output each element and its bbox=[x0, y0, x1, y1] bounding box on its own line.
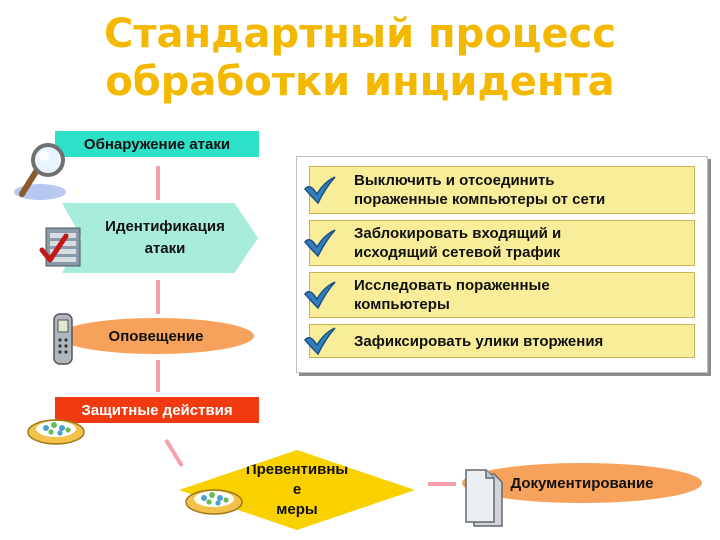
step-documenting-label: Документирование bbox=[510, 474, 654, 492]
action-item[interactable]: Исследовать пораженные компьютеры bbox=[304, 272, 695, 318]
step-preventive-label-1: Превентивны bbox=[245, 461, 349, 478]
checkmark-icon bbox=[304, 176, 336, 205]
step-preventive-label-3: меры bbox=[276, 501, 318, 518]
action-item-line-1: Заблокировать входящий и bbox=[354, 225, 562, 242]
response-actions-panel: Выключить и отсоединить пораженные компь… bbox=[296, 156, 708, 373]
action-item[interactable]: Зафиксировать улики вторжения bbox=[304, 324, 695, 358]
connector-protect-preventive bbox=[164, 438, 184, 468]
action-item[interactable]: Выключить и отсоединить пораженные компь… bbox=[304, 166, 695, 214]
checkmark-icon bbox=[304, 281, 336, 310]
document-icon bbox=[465, 469, 503, 527]
page-title: Стандартный процесс обработки инцидента bbox=[0, 10, 720, 106]
checklist-icon bbox=[39, 227, 81, 267]
step-detect-attack-label: Обнаружение атаки bbox=[83, 135, 231, 153]
action-item-line-1: Исследовать пораженные bbox=[354, 277, 550, 294]
step-detect-attack[interactable]: Обнаружение атаки bbox=[55, 131, 259, 157]
action-item-line-2: компьютеры bbox=[354, 296, 450, 313]
step-identify-attack-label-2: атаки bbox=[144, 240, 186, 257]
tools-plate-icon bbox=[27, 419, 85, 445]
step-preventive-label-2: е bbox=[292, 481, 302, 498]
title-line-1: Стандартный процесс bbox=[104, 11, 616, 57]
action-item-line-1: Зафиксировать улики вторжения bbox=[354, 332, 604, 350]
checkmark-icon bbox=[304, 229, 336, 258]
mobile-phone-icon bbox=[53, 313, 73, 365]
magnifier-icon bbox=[14, 143, 66, 200]
step-identify-attack[interactable]: Идентификация атаки bbox=[62, 203, 258, 273]
step-identify-attack-label-1: Идентификация bbox=[105, 218, 225, 235]
step-notify[interactable]: Оповещение bbox=[58, 318, 254, 354]
title-line-2: обработки инцидента bbox=[105, 59, 615, 105]
action-item[interactable]: Заблокировать входящий и исходящий сетев… bbox=[304, 220, 695, 266]
action-item-line-2: пораженные компьютеры от сети bbox=[354, 191, 606, 208]
step-protective-actions-label: Защитные действия bbox=[81, 401, 233, 419]
action-item-line-1: Выключить и отсоединить bbox=[354, 172, 555, 189]
checkmark-icon bbox=[304, 327, 336, 356]
step-notify-label: Оповещение bbox=[108, 327, 204, 345]
action-item-line-2: исходящий сетевой трафик bbox=[354, 244, 561, 261]
tools-plate-icon bbox=[185, 489, 243, 515]
step-protective-actions[interactable]: Защитные действия bbox=[55, 397, 259, 423]
